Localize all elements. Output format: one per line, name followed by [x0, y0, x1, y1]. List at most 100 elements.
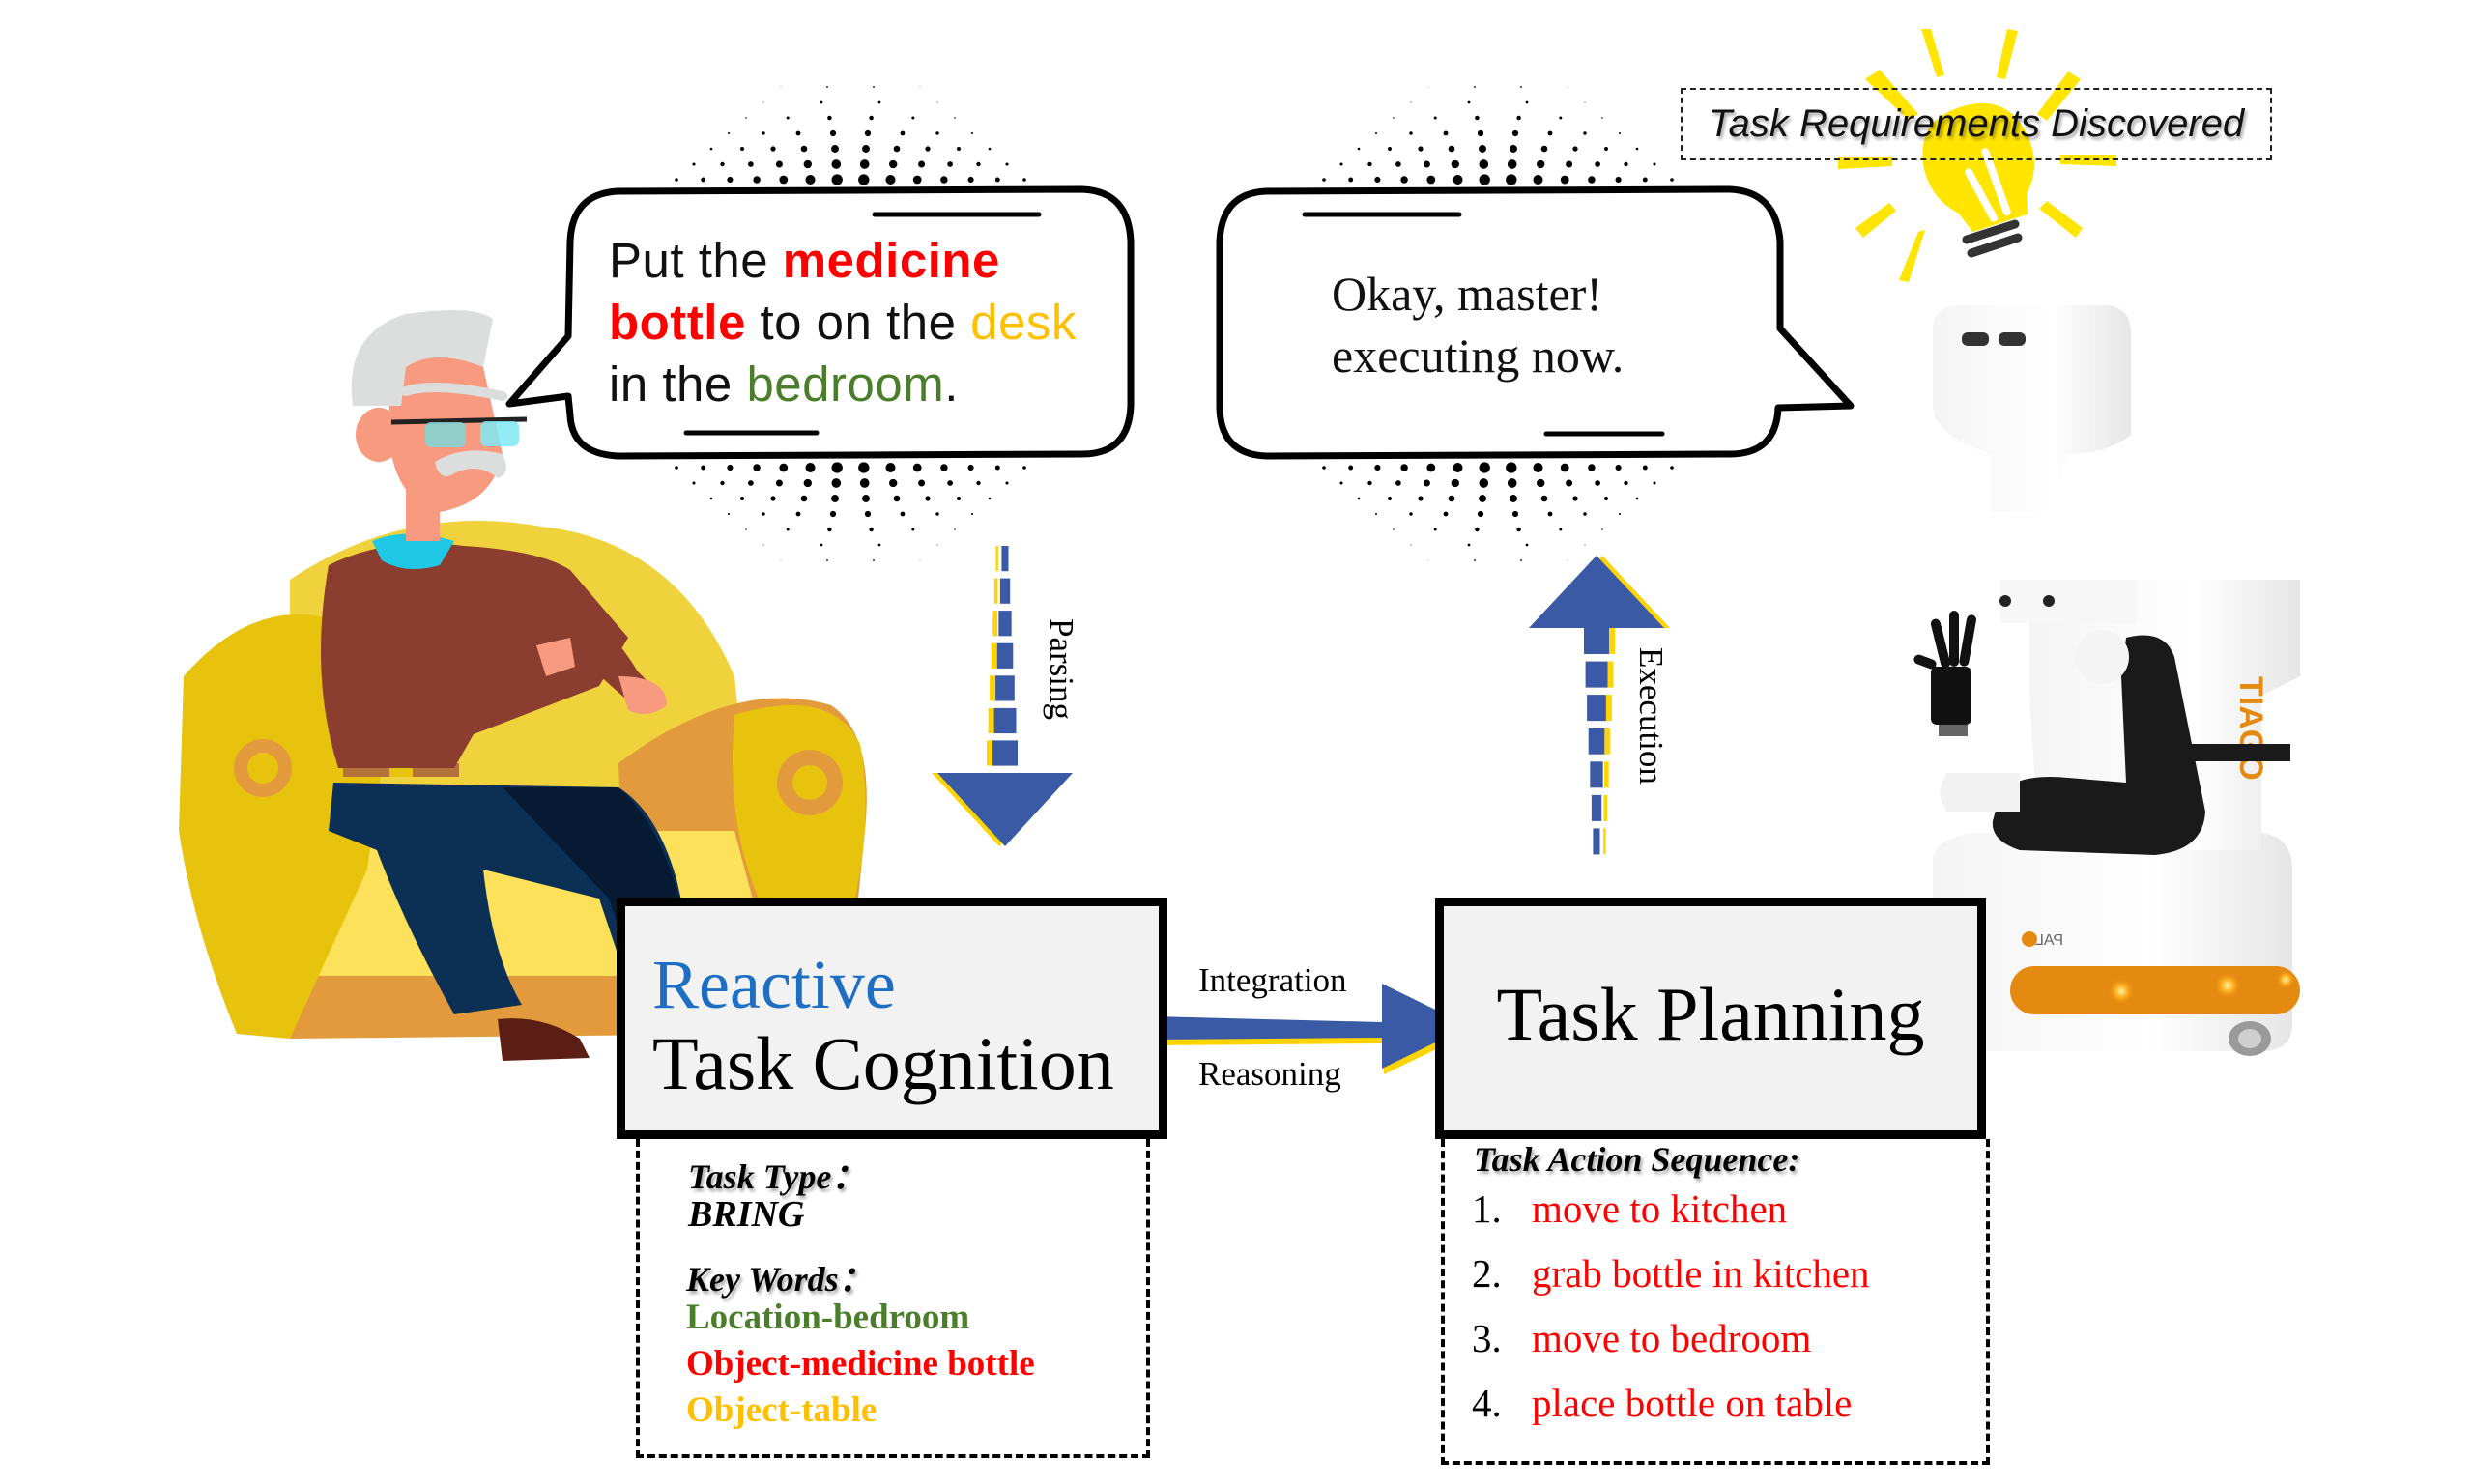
halftone-dot [1525, 543, 1529, 547]
arrow-dash-highlight [1604, 728, 1611, 755]
arrow-dash [993, 707, 1017, 734]
arrow-dash [1587, 695, 1606, 722]
halftone-dot [1618, 512, 1622, 516]
halftone-dot [918, 479, 926, 487]
halftone-dot [805, 174, 816, 186]
halftone-dot [727, 464, 734, 471]
halftone-dot [1393, 117, 1395, 119]
halftone-dot [869, 115, 874, 121]
halftone-dot [994, 465, 1000, 471]
halftone-dot [831, 462, 843, 473]
robot-speech-bubble [1216, 186, 1855, 460]
halftone-dot [864, 129, 872, 137]
halftone-dot [1477, 510, 1484, 518]
halftone-dot [709, 497, 713, 500]
halftone-dot [1510, 495, 1517, 502]
halftone-dot [1533, 174, 1543, 186]
halftone-dot [692, 162, 696, 166]
halftone-dot [1511, 129, 1519, 137]
halftone-dot [1448, 495, 1455, 502]
halftone-dot [1584, 101, 1586, 103]
halftone-dot [780, 86, 782, 88]
robot-body-logo: TIAGO [2232, 676, 2269, 781]
halftone-dot [803, 159, 812, 169]
robot-base [1933, 833, 2292, 1051]
halftone-dot [1604, 497, 1608, 500]
halftone-dot [1635, 147, 1639, 151]
halftone-dot [967, 176, 974, 184]
halftone-dot [1559, 528, 1563, 531]
halftone-dot [1520, 559, 1522, 561]
arrow-dash [1590, 761, 1603, 788]
halftone-dot [1588, 464, 1596, 471]
halftone-dot [692, 481, 696, 485]
halftone-dot [1467, 543, 1471, 547]
halftone-dot [1516, 527, 1521, 532]
halftone-dot [889, 478, 898, 488]
task-planning-box: Task Planning [1435, 898, 1986, 1139]
halftone-dot [1540, 495, 1548, 502]
halftone-dot [1547, 511, 1553, 517]
halftone-dot [947, 161, 953, 167]
robot-speech-line-1: Okay, master! [1332, 267, 1602, 321]
halftone-dot [1410, 101, 1412, 103]
halftone-dot [976, 480, 981, 486]
arrow-dash-highlight [1605, 661, 1614, 688]
halftone-dot [1506, 462, 1517, 473]
halftone-dot [1367, 161, 1372, 167]
cognition-details-box: Task Type： BRING Key Words： Location-bed… [636, 1139, 1150, 1458]
halftone-dot [1367, 480, 1372, 486]
halftone-dot [1005, 481, 1009, 485]
halftone-dot [1588, 176, 1596, 184]
man-sweater [321, 543, 628, 768]
halftone-dot [1418, 146, 1424, 152]
halftone-dot [745, 117, 747, 119]
halftone-dot [1388, 497, 1392, 500]
cognition-title-reactive: Reactive [652, 946, 896, 1023]
halftone-dot [862, 495, 870, 502]
halftone-dot [1451, 478, 1459, 488]
halftone-dot [873, 559, 875, 561]
user-speech-line-2: bottle to on the desk [609, 292, 1131, 354]
parsing-label: Parsing [1043, 618, 1080, 720]
planning-title: Task Planning [1496, 972, 1925, 1056]
halftone-dot [1516, 115, 1521, 121]
halftone-dot [1409, 512, 1413, 516]
arrow-dash-highlight [993, 578, 998, 604]
halftone-dot [820, 100, 823, 104]
halftone-dot [727, 512, 731, 516]
halftone-dot [820, 543, 823, 547]
halftone-dot [805, 462, 816, 473]
robot-speech-text: Okay, master! executing now. [1332, 263, 1738, 386]
halftone-dot [885, 174, 896, 186]
halftone-dot [1475, 527, 1480, 532]
halftone-dot [795, 130, 801, 136]
halftone-dot [709, 147, 713, 151]
arrow-dash [1584, 628, 1609, 654]
keyword-location: bedroom [746, 357, 945, 412]
halftone-dot [762, 544, 764, 546]
key-word-location: Location-bedroom [686, 1298, 970, 1337]
halftone-dot [1507, 478, 1517, 488]
speech-plain-text: to on the [745, 295, 971, 350]
halftone-dot [701, 465, 706, 471]
man-shoe [498, 1018, 590, 1061]
halftone-dot [1560, 463, 1569, 472]
halftone-dot [795, 511, 801, 517]
halftone-dot [877, 543, 881, 547]
halftone-dot [740, 497, 744, 500]
step-number: 3. [1472, 1316, 1502, 1360]
halftone-dot [1653, 481, 1656, 485]
halftone-dot [1374, 512, 1378, 516]
halftone-dot [727, 131, 731, 135]
halftone-dot [1467, 100, 1471, 104]
halftone-dot [925, 496, 931, 501]
halftone-dot [1595, 161, 1600, 167]
halftone-dot [1624, 161, 1628, 167]
user-speech-text: Put the medicine bottle to on the desk i… [609, 230, 1131, 415]
arrow-dash [999, 578, 1011, 604]
step-text: place bottle on table [1532, 1381, 1853, 1425]
robot-illustration: PAL TIAGO [1913, 305, 2300, 1056]
integration-arrow [1144, 984, 1473, 1074]
